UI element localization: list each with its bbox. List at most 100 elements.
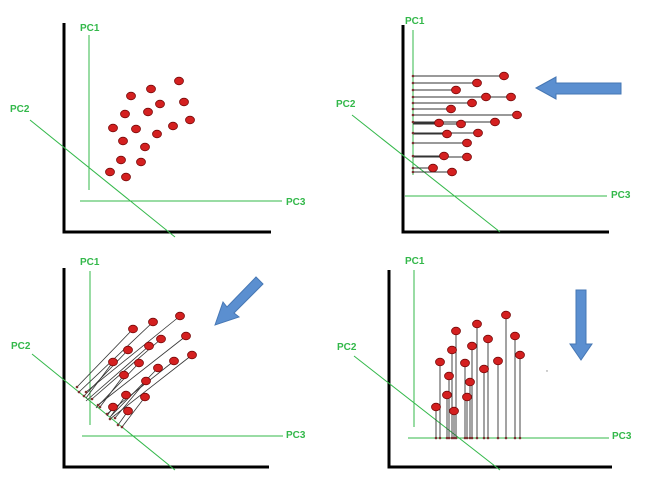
projected-point [96, 403, 100, 407]
pc3-label: PC3 [612, 431, 632, 442]
projected-point [496, 436, 500, 440]
projection-line [114, 380, 147, 419]
arrow-left-icon [534, 76, 622, 100]
points-group [428, 71, 522, 177]
data-point [434, 118, 444, 128]
data-point [131, 124, 141, 134]
data-point [155, 99, 165, 109]
data-point [140, 142, 150, 152]
projected-point [108, 417, 112, 421]
projection-line [121, 396, 146, 428]
projected-point [411, 113, 415, 117]
panel-project-onto-pc1-pc2-plane: PC1 PC2 PC3 [336, 16, 631, 234]
data-point [181, 331, 191, 341]
data-point [153, 363, 163, 373]
data-point [506, 92, 516, 102]
data-point [444, 371, 454, 381]
data-point [175, 311, 185, 321]
panel-frame [62, 23, 271, 234]
projection-line [83, 349, 129, 397]
projected-point [411, 101, 415, 105]
data-point [119, 370, 129, 380]
projection-line [85, 315, 181, 393]
data-point [442, 129, 452, 139]
data-point [442, 390, 452, 400]
points-group [431, 310, 525, 416]
data-point [462, 138, 472, 148]
arrow-down-icon [569, 289, 593, 361]
pc2-label: PC2 [336, 99, 356, 110]
pc2-axis [351, 114, 501, 233]
data-point [108, 123, 118, 133]
pc3-label: PC3 [286, 197, 306, 208]
panel-frame [401, 25, 609, 234]
data-point [467, 341, 477, 351]
data-point [174, 76, 184, 86]
points-group [108, 311, 197, 416]
projected-point [411, 88, 415, 92]
data-point [481, 92, 491, 102]
projected-point [90, 397, 94, 401]
data-point [472, 78, 482, 88]
data-point [512, 110, 522, 120]
projection-line [85, 345, 150, 402]
data-point [121, 172, 131, 182]
projected-point [447, 436, 451, 440]
projected-point [518, 436, 522, 440]
data-point [483, 334, 493, 344]
data-point [439, 151, 449, 161]
projected-point [450, 436, 454, 440]
data-point [123, 406, 133, 416]
data-point [121, 390, 131, 400]
data-point [168, 121, 178, 131]
projected-point [113, 416, 117, 420]
projected-point [411, 81, 415, 85]
projected-point [84, 390, 88, 394]
projection-line [109, 354, 193, 420]
data-point [479, 364, 489, 374]
data-point [136, 157, 146, 167]
projected-point [116, 423, 120, 427]
projected-point [513, 436, 517, 440]
projection-line [95, 362, 140, 409]
data-point [467, 98, 477, 108]
data-point [152, 129, 162, 139]
data-point [435, 357, 445, 367]
panel-project-onto-pc2-pc3-plane: PC1 PC2 PC3 [337, 256, 632, 471]
data-point [144, 341, 154, 351]
projected-point [468, 436, 472, 440]
data-point [472, 319, 482, 329]
projected-points-group [75, 385, 124, 429]
data-point [473, 128, 483, 138]
projected-point [445, 436, 449, 440]
pc1-label: PC1 [405, 16, 425, 27]
data-point [143, 107, 153, 117]
pc1-label: PC1 [80, 257, 100, 268]
data-point [515, 350, 525, 360]
projected-point [482, 436, 486, 440]
data-point [146, 84, 156, 94]
data-point [140, 392, 150, 402]
projected-point [454, 436, 458, 440]
pc1-label: PC1 [80, 23, 100, 34]
projected-point [120, 425, 124, 429]
projection-line [85, 361, 114, 399]
projection-lines-group [435, 315, 521, 438]
projected-point [411, 74, 415, 78]
arrow-down-left-icon [214, 276, 264, 326]
data-point [187, 350, 197, 360]
projected-point [411, 154, 415, 158]
data-point [447, 345, 457, 355]
panel-frame [62, 268, 269, 469]
data-point [105, 167, 115, 177]
data-point [510, 331, 520, 341]
data-point [462, 392, 472, 402]
pc2-label: PC2 [337, 342, 357, 353]
projected-point [411, 166, 415, 170]
data-point [490, 117, 500, 127]
data-point [451, 326, 461, 336]
data-point [156, 334, 166, 344]
data-point [148, 317, 158, 327]
data-point [462, 152, 472, 162]
data-point [501, 310, 511, 320]
